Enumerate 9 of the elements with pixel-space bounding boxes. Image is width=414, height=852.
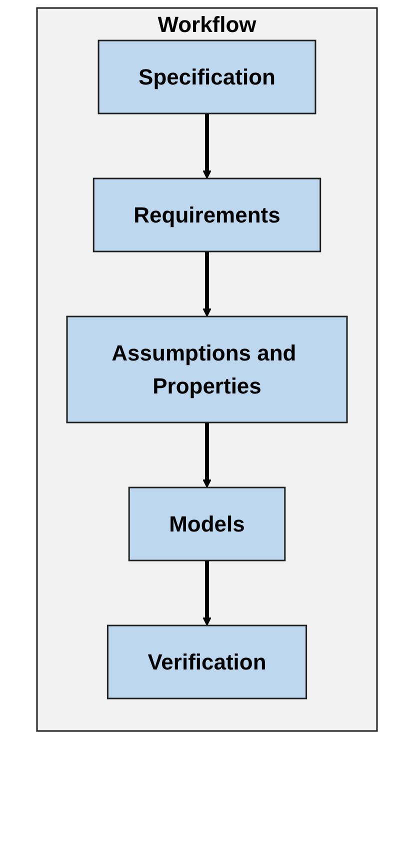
- node-box: Requirements: [92, 178, 322, 252]
- arrow: [202, 114, 212, 179]
- node-box: Verification: [106, 624, 308, 700]
- node-box: Specification: [98, 40, 316, 114]
- arrow: [202, 422, 212, 488]
- arrow: [202, 560, 212, 626]
- node-box: Assumptions and Properties: [66, 316, 348, 424]
- arrow: [202, 252, 212, 317]
- node-box: Models: [128, 486, 286, 562]
